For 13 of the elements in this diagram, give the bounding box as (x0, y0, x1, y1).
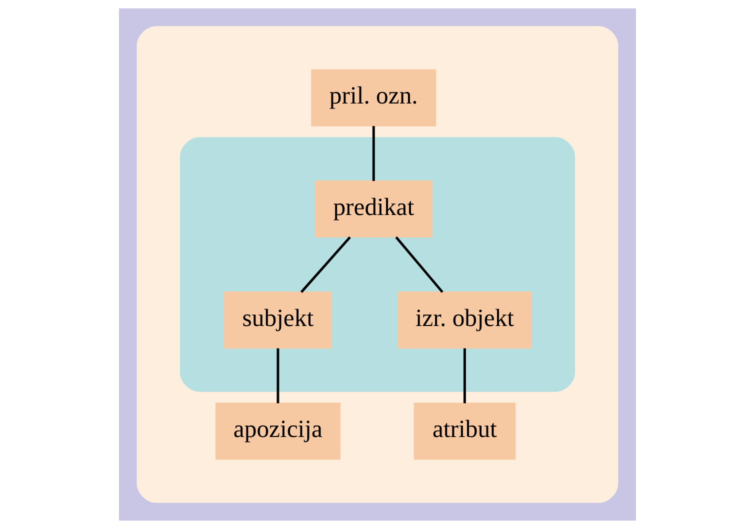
connector (372, 126, 374, 181)
connector (300, 236, 350, 293)
node-box: predikat (314, 180, 432, 238)
node-box: pril. ozn. (310, 69, 436, 126)
connector (462, 348, 466, 404)
connector (394, 236, 443, 293)
node-box: izr. objekt (397, 292, 532, 349)
node-box: subjekt (223, 292, 332, 349)
node-box: apozicija (214, 402, 340, 460)
node-box: atribut (413, 402, 516, 460)
connector (276, 348, 279, 404)
cluster (179, 137, 575, 392)
cluster (136, 26, 618, 503)
